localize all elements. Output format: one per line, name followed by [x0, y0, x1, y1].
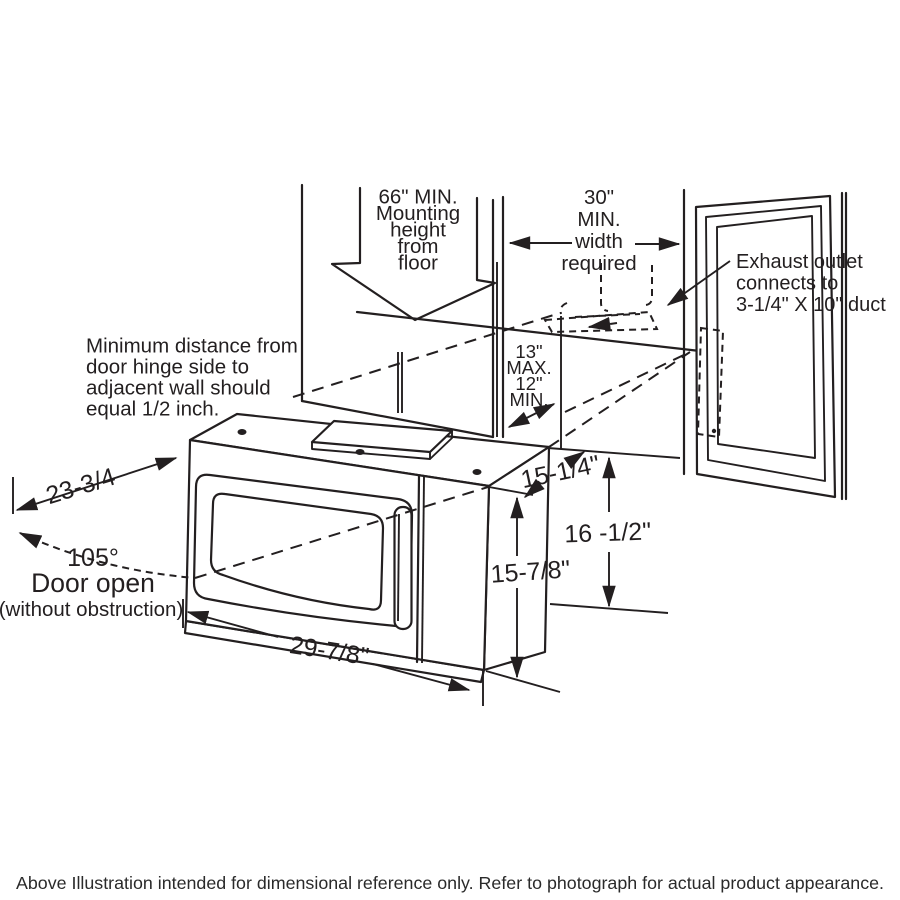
label-door-open: Door open: [31, 568, 155, 598]
mounting-height-line: height: [390, 219, 446, 242]
exhaust-adapter-plate: [310, 419, 454, 460]
dim-29-7-8-arrow-left: [186, 610, 279, 638]
footer-disclaimer: Above Illustration intended for dimensio…: [16, 873, 884, 893]
microwave-front-face: [184, 438, 491, 672]
mount-hole: [237, 429, 247, 435]
duct-range-line: 13": [515, 341, 542, 362]
dimension-arrows: [15, 236, 731, 692]
dim-15-1-4-arrow-high: [563, 451, 586, 469]
adjacent-cabinet-panel: [694, 191, 848, 501]
exhaust-outlet-line: Exhaust outlet: [736, 251, 863, 273]
mounting-height-arrow: [330, 186, 497, 322]
hinge-clearance-line: equal 1/2 inch.: [86, 398, 219, 421]
airflow-arrow: [587, 316, 618, 332]
mounting-height-line: 66" MIN.: [378, 186, 457, 209]
microwave: [183, 412, 551, 684]
width-required-line: MIN.: [577, 208, 620, 231]
hinge-clearance-line: adjacent wall should: [86, 377, 271, 400]
dim-rear-height: 16 -1/2": [564, 518, 652, 549]
label-mounting-height: 66" MIN. Mounting height from floor: [376, 186, 460, 275]
label-hinge-clearance: Minimum distance from door hinge side to…: [86, 335, 298, 421]
width-required-line: required: [561, 252, 636, 275]
label-duct-height-range: 13" MAX. 12" MIN.: [506, 341, 551, 410]
duct-range-line: MIN.: [509, 389, 548, 410]
door-swing-projection: [194, 486, 489, 579]
dim-door-angle: 105°: [67, 544, 119, 572]
exhaust-leader-arrow: [666, 260, 731, 306]
mounting-height-line: Mounting: [376, 202, 460, 225]
width-required-line: 30": [584, 186, 614, 209]
door-handle: [393, 505, 413, 631]
door-swing-arc: [18, 532, 196, 579]
mount-hole: [472, 469, 482, 475]
exhaust-outlet-line: 3-1/4" X 10" duct: [736, 294, 886, 316]
projection-lines: [292, 312, 691, 448]
duct-cutout-dashed: [696, 326, 725, 439]
dim-15-1-4-arrow-low: [523, 478, 545, 498]
exhaust-outlet-line: connects to: [736, 273, 838, 295]
mounting-height-line: from: [398, 235, 439, 258]
duct-range-line: 12": [515, 373, 542, 394]
dim-29-7-8-arrow-right: [372, 663, 471, 692]
label-exhaust-outlet: Exhaust outlet connects to 3-1/4" X 10" …: [736, 251, 886, 316]
dim-13-12-arrow: [507, 403, 556, 428]
hinge-clearance-line: door hinge side to: [86, 356, 249, 379]
hinge-clearance-line: Minimum distance from: [86, 335, 298, 358]
mount-hole: [355, 449, 365, 455]
dim-23-3-4-arrow: [15, 457, 178, 511]
label-width-required: 30" MIN. width required: [561, 186, 636, 275]
exhaust-duct-dashed: [543, 263, 659, 449]
width-required-line: width: [574, 230, 623, 253]
dim-front-height: 15-7/8": [490, 555, 572, 588]
door-window: [209, 492, 385, 611]
duct-range-line: MAX.: [506, 357, 551, 378]
dimension-ticks: [12, 447, 681, 706]
label-door-open-note: (without obstruction): [0, 598, 183, 621]
mounting-height-line: floor: [398, 252, 438, 275]
